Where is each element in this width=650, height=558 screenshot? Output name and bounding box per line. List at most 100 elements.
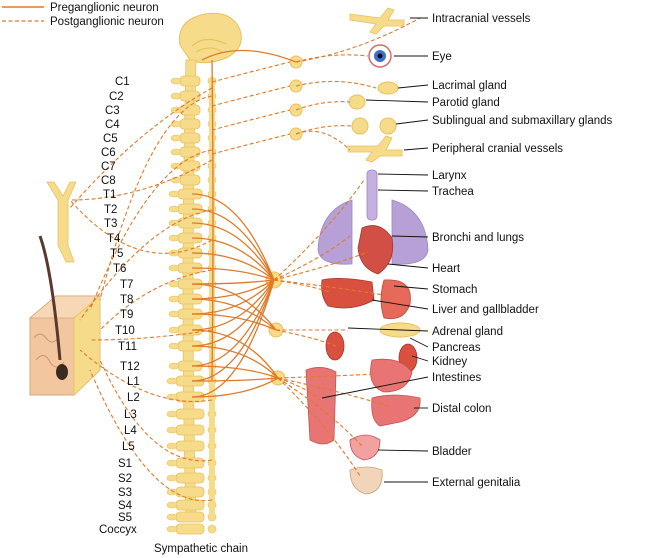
- postganglionic-fiber: [211, 61, 291, 83]
- postganglionic-fiber: [277, 377, 321, 401]
- segment-label-t10: T10: [115, 325, 135, 337]
- organ-leader-line: [377, 189, 429, 192]
- organ-leader-line: [393, 285, 429, 290]
- organ-label: External genitalia: [432, 477, 521, 489]
- organ-label: Liver and gallbladder: [432, 304, 539, 316]
- postganglionic-fiber: [69, 159, 213, 201]
- preganglionic-fiber: [191, 279, 275, 382]
- segment-label-t5: T5: [110, 248, 123, 260]
- organ-label: Distal colon: [432, 403, 491, 415]
- postganglionic-fiber: [99, 269, 213, 331]
- postganglionic-fiber: [79, 209, 213, 321]
- legend-post-label: Postganglionic neuron: [50, 16, 164, 28]
- segment-label-c5: C5: [103, 133, 118, 145]
- organ-leader-line: [347, 327, 429, 332]
- segment-label-l5: L5: [122, 441, 135, 453]
- preganglionic-fiber: [191, 279, 275, 347]
- postganglionic-fiber: [295, 130, 351, 151]
- skin-illustration: [28, 235, 102, 396]
- body-organ-illustrations: [305, 169, 429, 495]
- organ-leader-line: [409, 337, 429, 348]
- postganglionic-fiber: [69, 199, 213, 254]
- segment-label-l4: L4: [124, 425, 137, 437]
- segment-label-c4: C4: [105, 119, 120, 131]
- preganglionic-fiber: [211, 59, 214, 381]
- organ-label: Bronchi and lungs: [432, 232, 524, 244]
- organ-leader-line: [411, 355, 429, 362]
- segment-label-t6: T6: [113, 263, 126, 275]
- segment-label-t3: T3: [104, 218, 117, 230]
- preganglionic-fiber: [191, 329, 279, 379]
- preganglionic-fiber: [191, 283, 277, 331]
- postganglionic-fiber: [295, 101, 351, 111]
- preganglionic-fiber: [191, 193, 275, 281]
- preganglionic-fiber: [191, 365, 279, 379]
- vertebra: [166, 499, 217, 511]
- postganglionic-fiber: [273, 279, 331, 293]
- segment-label-c3: C3: [105, 105, 120, 117]
- segment-label-s3: S3: [118, 487, 132, 499]
- vertebra: [166, 523, 217, 535]
- organ-label: Stomach: [432, 284, 477, 296]
- segment-label-t7: T7: [120, 279, 133, 291]
- organ-leader-line: [377, 173, 429, 176]
- organ-label: Bladder: [432, 446, 472, 458]
- preganglionic-fiber: [191, 279, 275, 285]
- preganglionic-fiber: [191, 279, 275, 367]
- segment-label-c6: C6: [101, 147, 116, 159]
- postganglionic-fiber: [277, 377, 363, 447]
- organ-label: Larynx: [432, 170, 467, 182]
- segment-label-t11: T11: [118, 341, 137, 353]
- preganglionic-fiber: [191, 237, 275, 281]
- organ-label: Intestines: [432, 372, 481, 384]
- organ-label: Heart: [432, 263, 461, 275]
- preganglionic-fiber: [191, 298, 277, 331]
- preganglionic-fiber: [191, 222, 275, 281]
- legend: Preganglionic neuron Postganglionic neur…: [2, 2, 164, 28]
- segment-label-t2: T2: [104, 204, 117, 216]
- organ-leader-line: [365, 99, 429, 103]
- postganglionic-fiber: [99, 95, 213, 301]
- organ-leader-line: [387, 263, 429, 269]
- nerve-fibers: [69, 17, 421, 502]
- organ-leader-line: [395, 119, 429, 125]
- legend-pre-label: Preganglionic neuron: [50, 2, 159, 14]
- segment-label-s5: S5: [118, 512, 132, 524]
- postganglionic-fiber: [69, 87, 213, 209]
- vertebra: [166, 440, 217, 452]
- segment-label-t9: T9: [120, 309, 133, 321]
- organ-label: Adrenal gland: [432, 326, 503, 338]
- head-organ-illustrations: [348, 44, 399, 135]
- segment-label-l1: L1: [127, 376, 140, 388]
- organ-label: Kidney: [432, 356, 467, 368]
- organ-leader-line: [391, 235, 429, 238]
- postganglionic-fiber: [89, 329, 213, 341]
- organ-leader-line: [321, 376, 429, 399]
- postganglionic-fiber: [277, 377, 389, 407]
- preganglionic-fiber: [191, 345, 279, 379]
- segment-label-c2: C2: [109, 91, 124, 103]
- organ-leader-line: [403, 147, 429, 151]
- vertebra: [166, 511, 217, 523]
- segment-label-c8: C8: [101, 175, 116, 187]
- postganglionic-fiber: [277, 377, 361, 477]
- segment-label-t4: T4: [107, 233, 121, 245]
- segment-label-s1: S1: [118, 458, 132, 470]
- organ-label: Parotid gland: [432, 97, 500, 109]
- postganglionic-fiber: [295, 80, 377, 89]
- postganglionic-fiber: [99, 359, 213, 462]
- organ-label: Lacrimal gland: [432, 80, 507, 92]
- sympathetic-chain-label: Sympathetic chain: [154, 543, 248, 555]
- postganglionic-fiber: [211, 85, 291, 107]
- prevertebral-ganglia: [265, 55, 303, 386]
- preganglionic-fiber: [191, 313, 277, 331]
- vertebra: [166, 408, 217, 420]
- segment-label-l3: L3: [124, 409, 137, 421]
- postganglionic-fiber: [211, 109, 291, 131]
- preganglionic-fiber: [191, 279, 275, 398]
- segment-label-t1: T1: [103, 189, 116, 201]
- segment-label-t12: T12: [120, 361, 140, 373]
- postganglionic-fiber: [273, 251, 369, 281]
